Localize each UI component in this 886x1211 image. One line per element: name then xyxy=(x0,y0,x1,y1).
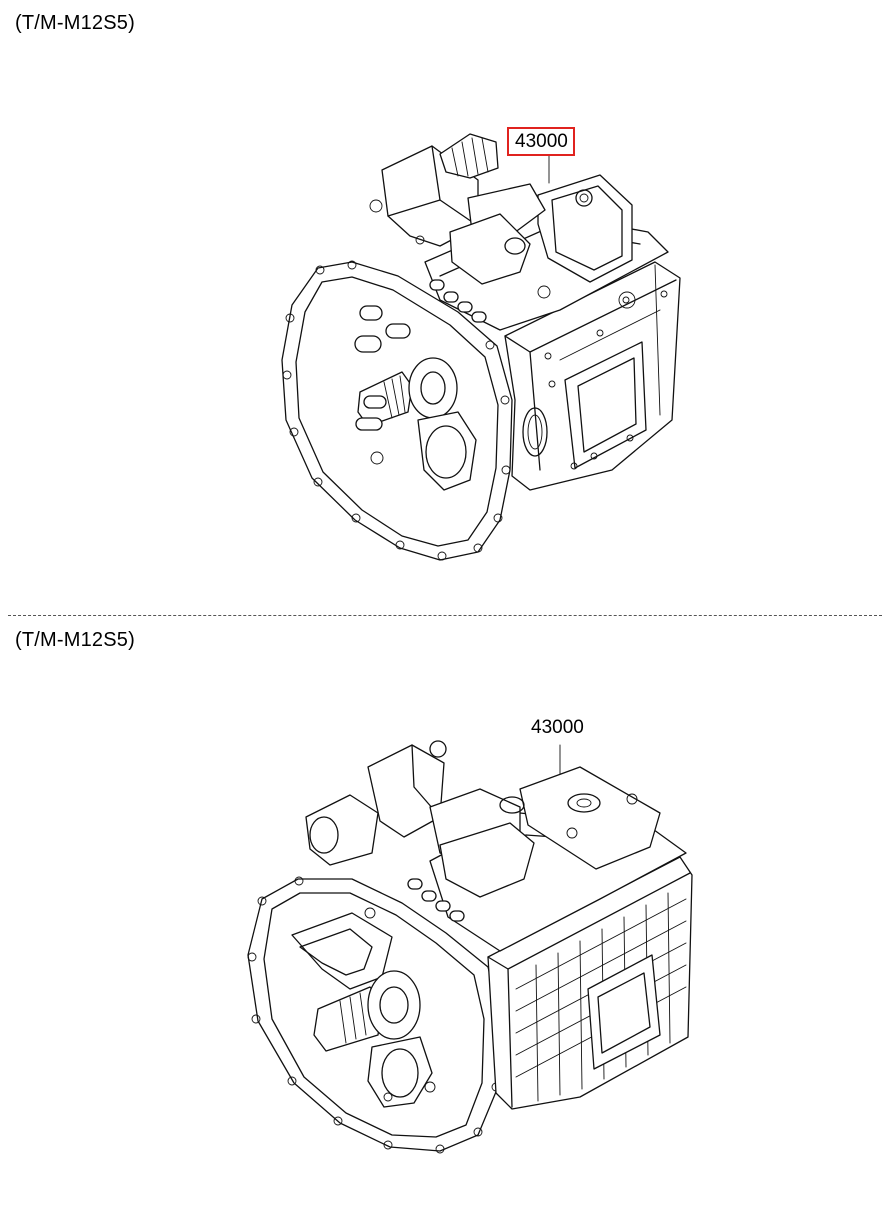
section-divider xyxy=(8,615,882,616)
model-label: (T/M-M12S5) xyxy=(15,629,135,651)
ribbed-transmission-assembly-icon xyxy=(247,740,693,1154)
model-label: (T/M-M12S5) xyxy=(15,12,135,34)
diagram-section-top: (T/M-M12S5) xyxy=(15,12,681,561)
part-number-callout[interactable]: 43000 xyxy=(531,717,584,738)
diagram-section-bottom: (T/M-M12S5) xyxy=(0,617,886,1211)
part-number-callout-highlighted[interactable]: 43000 xyxy=(507,127,575,156)
transmission-assembly-icon xyxy=(281,133,681,561)
